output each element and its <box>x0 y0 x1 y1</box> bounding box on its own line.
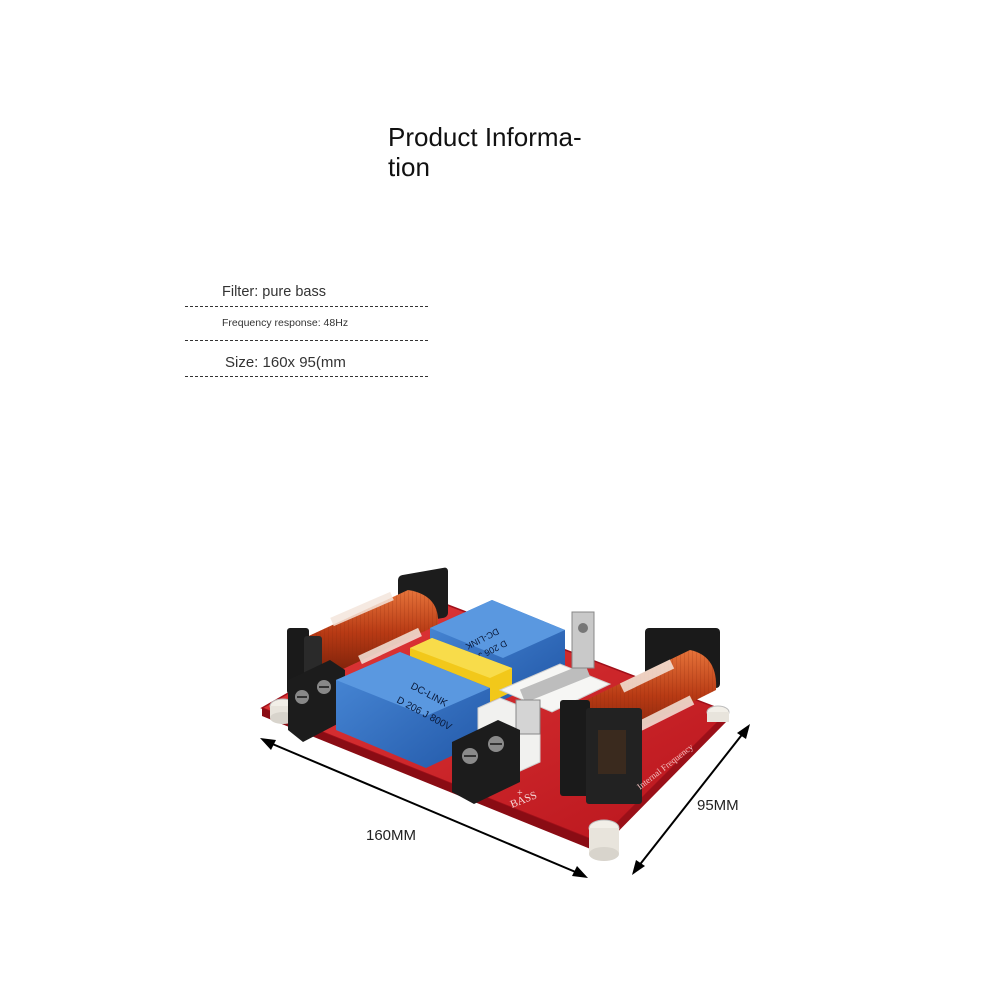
title-text: Product Informa- tion <box>388 122 582 182</box>
length-label: 160MM <box>366 827 416 844</box>
width-label: 95MM <box>697 797 739 814</box>
spec-row-size: Size: 160x 95(mm <box>185 352 428 377</box>
length-dimension-arrow <box>260 738 588 878</box>
spec-frequency: Frequency response: 48Hz <box>222 317 349 329</box>
plus-sign: + <box>517 788 523 799</box>
front-capacitor: DC-LINK D 206 J 800V <box>336 652 490 768</box>
yellow-capacitor <box>410 638 512 702</box>
width-dimension-arrow <box>632 724 750 875</box>
spec-filter: Filter: pure bass <box>222 284 326 300</box>
page-title: Product Informa- tion <box>388 122 618 182</box>
right-inductor-coil <box>560 628 720 804</box>
right-terminal-block <box>452 720 520 804</box>
spec-row-filter: Filter: pure bass <box>185 283 428 307</box>
spec-row-frequency: Frequency response: 48Hz <box>185 315 428 341</box>
left-terminal-block <box>288 660 345 742</box>
spec-size: Size: 160x 95(mm <box>225 354 346 371</box>
